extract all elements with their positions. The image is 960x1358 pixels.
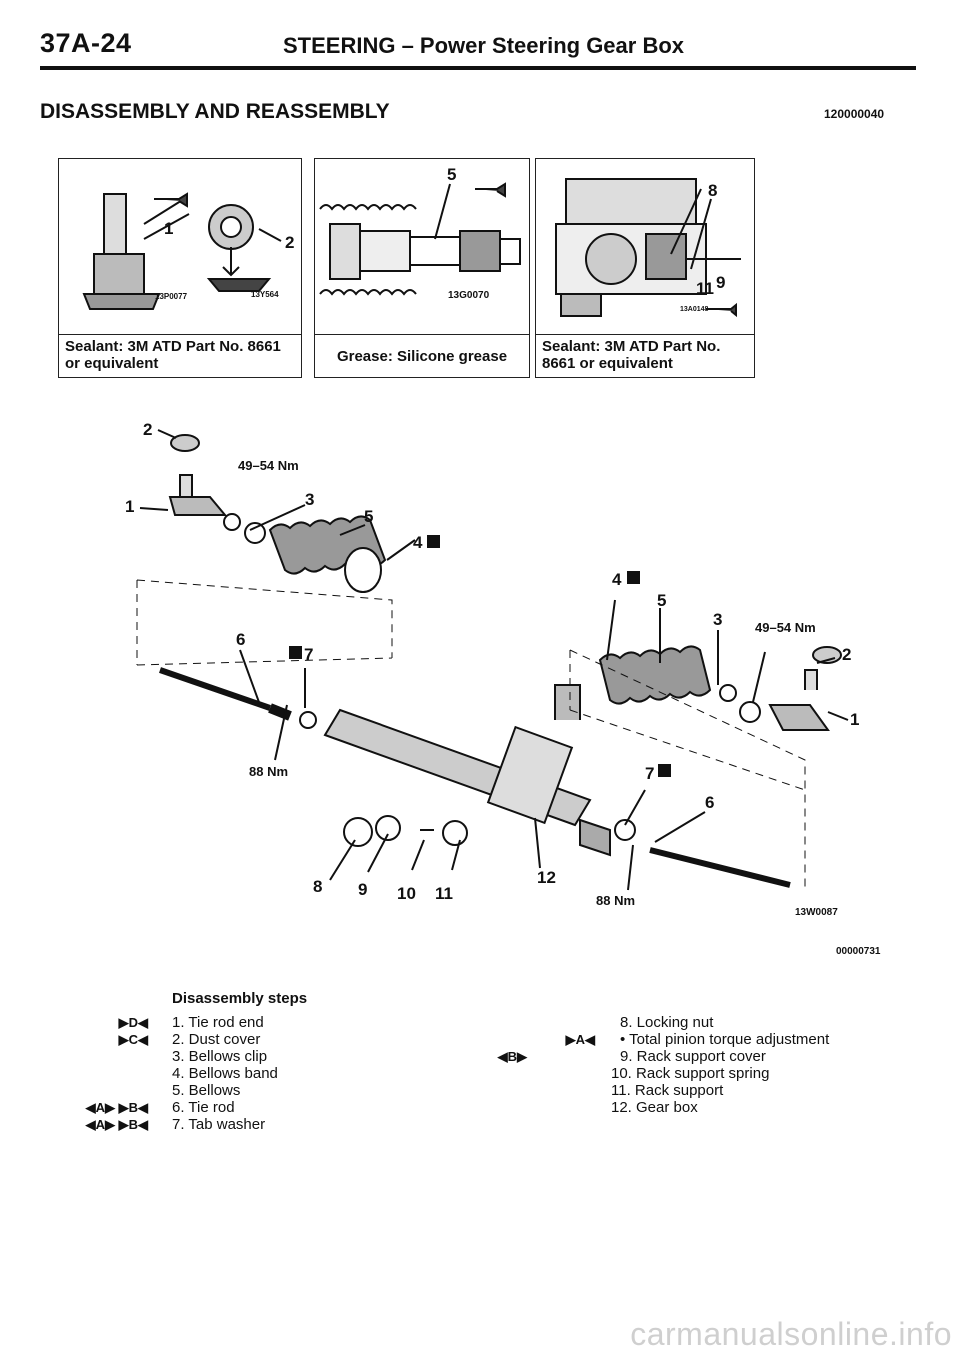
callout-9: 9 <box>716 273 726 292</box>
figure-code: 00000731 <box>836 946 881 957</box>
callout-5: 5 <box>657 591 667 610</box>
callout-6: 6 <box>705 793 715 812</box>
callout-12: 12 <box>537 868 556 887</box>
service-mark: ◀A▶ ▶B◀ <box>85 1117 148 1132</box>
step-item: 6. Tie rod <box>172 1099 235 1116</box>
service-mark: ▶D◀ <box>118 1015 148 1030</box>
step-item: 7. Tab washer <box>172 1116 266 1133</box>
callout-2: 2 <box>842 645 852 664</box>
step-item: 10. Rack support spring <box>611 1065 770 1082</box>
callout-1: 1 <box>125 497 135 516</box>
rack-support-sealant-illustration <box>555 178 741 318</box>
callout-1: 1 <box>164 219 174 238</box>
tie-rod-end-sealant-illustration <box>82 192 282 310</box>
figure-code: 13P0077 <box>155 292 188 301</box>
torque-label: 49–54 Nm <box>755 620 816 635</box>
callout-8: 8 <box>313 877 323 896</box>
watermark: carmanualsonline.info <box>630 1316 952 1352</box>
callout-1: 1 <box>850 710 860 729</box>
panel-caption: Grease: Silicone grease <box>315 334 529 377</box>
callout-2: 2 <box>285 233 295 252</box>
header-rule <box>40 66 916 70</box>
bellows-grease-illustration <box>319 182 521 296</box>
callout-3: 3 <box>305 490 315 509</box>
step-item: 9. Rack support cover <box>620 1048 766 1065</box>
detail-panel-3: 8 11 9 13A0148 Sealant: 3M ATD Part No. … <box>535 158 755 378</box>
step-item: 2. Dust cover <box>172 1031 261 1048</box>
service-mark: ◀B▶ <box>497 1049 527 1064</box>
callout-8: 8 <box>708 181 718 200</box>
exploded-assembly-drawing <box>136 429 849 891</box>
panel-caption: Sealant: 3M ATD Part No. 8661 or equival… <box>536 334 754 377</box>
page-title: STEERING – Power Steering Gear Box <box>283 33 685 58</box>
callout-7: 7 <box>645 764 655 783</box>
service-mark: ▶C◀ <box>118 1032 148 1047</box>
callout-6: 6 <box>236 630 246 649</box>
torque-label: 49–54 Nm <box>238 458 299 473</box>
step-item: 4. Bellows band <box>172 1065 278 1082</box>
callout-11: 11 <box>696 279 714 298</box>
torque-label: 88 Nm <box>596 893 636 908</box>
detail-panel-2: 5 13G0070 Grease: Silicone grease <box>314 158 530 378</box>
callout-10: 10 <box>397 884 416 903</box>
page-number: 37A-24 <box>40 28 132 58</box>
step-item: • Total pinion torque adjustment <box>620 1031 830 1048</box>
step-item: 11. Rack support <box>611 1082 724 1099</box>
detail-panel-1: 1 2 13P0077 13Y564 Sealant: 3M ATD Part … <box>58 158 302 378</box>
service-mark: ◀A▶ ▶B◀ <box>85 1100 148 1115</box>
figure-code: 13G0070 <box>448 290 490 301</box>
callout-7: 7 <box>304 645 314 664</box>
callout-5: 5 <box>447 165 457 184</box>
step-item: 12. Gear box <box>611 1099 698 1116</box>
step-item: 5. Bellows <box>172 1082 241 1099</box>
panel-caption: Sealant: 3M ATD Part No. 8661 or equival… <box>59 334 301 377</box>
torque-label: 88 Nm <box>249 764 289 779</box>
service-mark: ▶A◀ <box>565 1032 595 1047</box>
section-title: DISASSEMBLY AND REASSEMBLY <box>40 100 390 123</box>
callout-9: 9 <box>358 880 368 899</box>
callout-5: 5 <box>364 507 374 526</box>
step-item: 8. Locking nut <box>620 1014 714 1031</box>
callout-11: 11 <box>435 884 453 903</box>
callout-4: 4 <box>413 533 423 552</box>
figure-code: 13A0148 <box>680 306 709 313</box>
figure-code: 13W0087 <box>795 907 838 918</box>
callout-4: 4 <box>612 570 622 589</box>
section-code: 120000040 <box>824 107 885 121</box>
steps-heading: Disassembly steps <box>172 990 308 1007</box>
callout-2: 2 <box>143 420 153 439</box>
step-item: 3. Bellows clip <box>172 1048 268 1065</box>
figure-code: 13Y564 <box>251 290 279 299</box>
callout-3: 3 <box>713 610 723 629</box>
step-item: 1. Tie rod end <box>172 1014 264 1031</box>
